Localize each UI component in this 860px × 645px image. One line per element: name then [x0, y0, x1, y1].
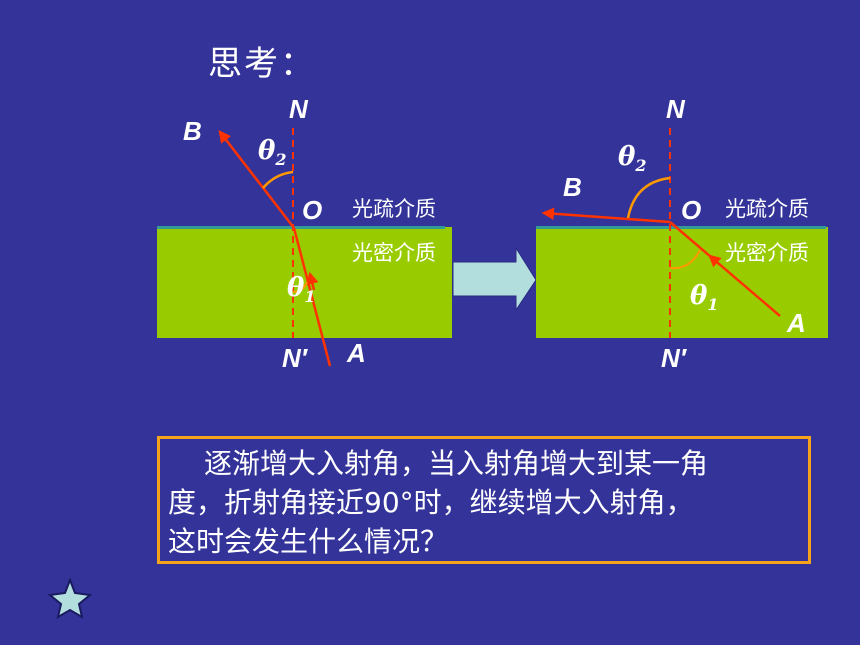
- right-dense-medium: [536, 227, 828, 338]
- right-incident-arrow: [708, 254, 722, 268]
- left-label-rare-medium: 光疏介质: [352, 197, 436, 221]
- transition-arrow: [452, 246, 537, 312]
- right-label-dense-medium: 光密介质: [725, 241, 809, 265]
- right-refracted-ray: [541, 207, 671, 224]
- left-arc-theta2: [262, 170, 294, 189]
- left-label-a: A: [347, 338, 366, 368]
- left-interface: [157, 226, 445, 229]
- question-line-3: 这时会发生什么情况？: [168, 525, 449, 558]
- slide-title: 思考：: [208, 44, 316, 84]
- right-label-n-prime: N′: [661, 343, 687, 373]
- left-label-o: O: [302, 195, 323, 225]
- left-label-dense-medium: 光密介质: [352, 241, 436, 265]
- right-label-n: N: [666, 94, 685, 124]
- left-incident-ray: [292, 227, 332, 367]
- left-diagram: [157, 128, 452, 367]
- left-label-b: B: [183, 116, 202, 146]
- question-line-2: 度，折射角接近90°时，继续增大入射角，: [168, 486, 694, 519]
- left-label-theta1: θ1: [287, 273, 316, 307]
- right-arc-theta1: [669, 249, 701, 270]
- question-box: 逐渐增大入射角，当入射角增大到某一角 度，折射角接近90°时，继续增大入射角， …: [157, 436, 811, 564]
- right-label-o: O: [681, 195, 702, 225]
- left-label-n: N: [289, 94, 308, 124]
- right-label-theta2: θ2: [618, 142, 647, 176]
- right-label-theta1: θ1: [690, 281, 719, 315]
- star-icon[interactable]: [47, 577, 93, 620]
- left-label-n-prime: N′: [282, 343, 308, 373]
- right-interface: [536, 226, 826, 229]
- left-label-theta2: θ2: [258, 136, 287, 170]
- left-arc-theta1: [292, 281, 308, 293]
- right-diagram: [536, 128, 828, 338]
- right-arc-theta2: [626, 176, 671, 219]
- left-dense-medium: [157, 227, 452, 338]
- left-incident-arrow: [306, 271, 319, 291]
- right-label-b: B: [563, 172, 582, 202]
- right-label-a: A: [787, 308, 806, 338]
- right-incident-ray: [669, 221, 781, 317]
- right-label-rare-medium: 光疏介质: [725, 197, 809, 221]
- question-line-1: 逐渐增大入射角，当入射角增大到某一角: [204, 447, 709, 480]
- left-refracted-ray: [218, 130, 295, 229]
